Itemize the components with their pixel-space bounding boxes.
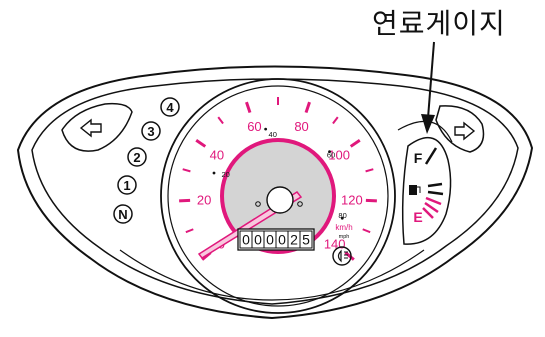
fuel-gauge: F E — [397, 120, 453, 245]
fuel-mark-low-1 — [425, 196, 442, 206]
mph-label-80: 80 — [338, 211, 346, 220]
speedometer-bezel-outer — [160, 78, 396, 314]
kmh-label-60: 60 — [247, 119, 261, 134]
mph-tick-60 — [328, 150, 331, 154]
speedometer-ticks — [179, 97, 377, 261]
odometer-digit: 5 — [302, 232, 310, 248]
right-turn-signal — [435, 105, 485, 153]
mph-tick-40 — [264, 127, 268, 131]
svg-text:N: N — [118, 207, 127, 222]
mph-unit-label: mph — [339, 234, 350, 240]
kmh-label-20: 20 — [197, 193, 211, 208]
odometer-digit: 2 — [290, 232, 298, 248]
odometer-digit: 0 — [266, 232, 274, 248]
kmh-tick-130 — [362, 228, 371, 234]
gear-indicators: 4 3 2 1 N — [113, 97, 180, 224]
kmh-tick-100 — [349, 138, 361, 148]
mph-tick-20 — [212, 171, 216, 175]
kmh-label-100: 100 — [328, 147, 350, 162]
mph-label-60: 60 — [327, 151, 335, 160]
kmh-tick-10 — [185, 228, 194, 234]
kmh-label-40: 40 — [210, 147, 224, 162]
cluster-housing-inner — [31, 78, 519, 305]
fuel-pump-icon — [409, 185, 421, 195]
odometer-digit: 0 — [242, 232, 250, 248]
kmh-tick-90 — [332, 116, 339, 125]
gear-indicator-n: N — [113, 204, 133, 224]
fuel-empty-label: E — [413, 209, 422, 225]
svg-text:2: 2 — [133, 150, 140, 165]
fuel-mark-low-2 — [424, 201, 439, 214]
kmh-tick-80 — [304, 101, 311, 114]
cluster-housing-bezel — [119, 249, 425, 301]
cluster-housing-outer — [16, 65, 534, 320]
mph-tick-80 — [340, 216, 344, 220]
speedometer: 02040608010012014020406080 km/h mph 0000… — [160, 78, 396, 314]
svg-text:4: 4 — [166, 100, 174, 115]
fuel-gauge-callout-label: 연료게이지 — [372, 7, 506, 40]
gear-indicator-3: 3 — [141, 121, 161, 141]
speedometer-bezel-inner — [167, 85, 389, 307]
gear-indicator-1: 1 — [117, 175, 137, 195]
fuel-mark-full — [424, 147, 438, 165]
kmh-tick-120 — [365, 198, 377, 203]
speedometer-needle — [197, 186, 303, 259]
kmh-label-120: 120 — [341, 193, 363, 208]
fuel-full-label: F — [414, 150, 423, 166]
kmh-tick-40 — [195, 138, 207, 148]
fuel-mark-3 — [427, 182, 443, 188]
kmh-tick-60 — [245, 101, 252, 114]
odometer-digit: 0 — [254, 232, 262, 248]
fuel-mark-empty — [422, 207, 434, 219]
kmh-tick-110 — [365, 168, 374, 173]
gear-indicator-2: 2 — [127, 147, 147, 167]
right-turn-arrow-icon — [454, 121, 476, 141]
kmh-label-80: 80 — [294, 119, 308, 134]
fuel-gauge-callout-arrow — [421, 41, 435, 134]
kmh-tick-30 — [182, 168, 191, 173]
gear-indicator-4: 4 — [160, 97, 180, 117]
mph-label-20: 20 — [221, 170, 229, 179]
fuel-mark-2 — [427, 190, 444, 196]
high-beam-icon — [332, 246, 352, 266]
kmh-tick-20 — [179, 198, 191, 203]
svg-text:3: 3 — [147, 124, 154, 139]
odometer-cell — [299, 230, 313, 249]
kmh-unit-label: km/h — [335, 223, 352, 232]
left-turn-signal — [61, 102, 133, 152]
left-turn-arrow-icon — [79, 118, 102, 138]
svg-text:1: 1 — [123, 178, 130, 193]
mph-label-40: 40 — [269, 130, 277, 139]
kmh-tick-140 — [344, 251, 355, 261]
odometer-digit: 0 — [278, 232, 286, 248]
kmh-tick-50 — [217, 116, 224, 125]
